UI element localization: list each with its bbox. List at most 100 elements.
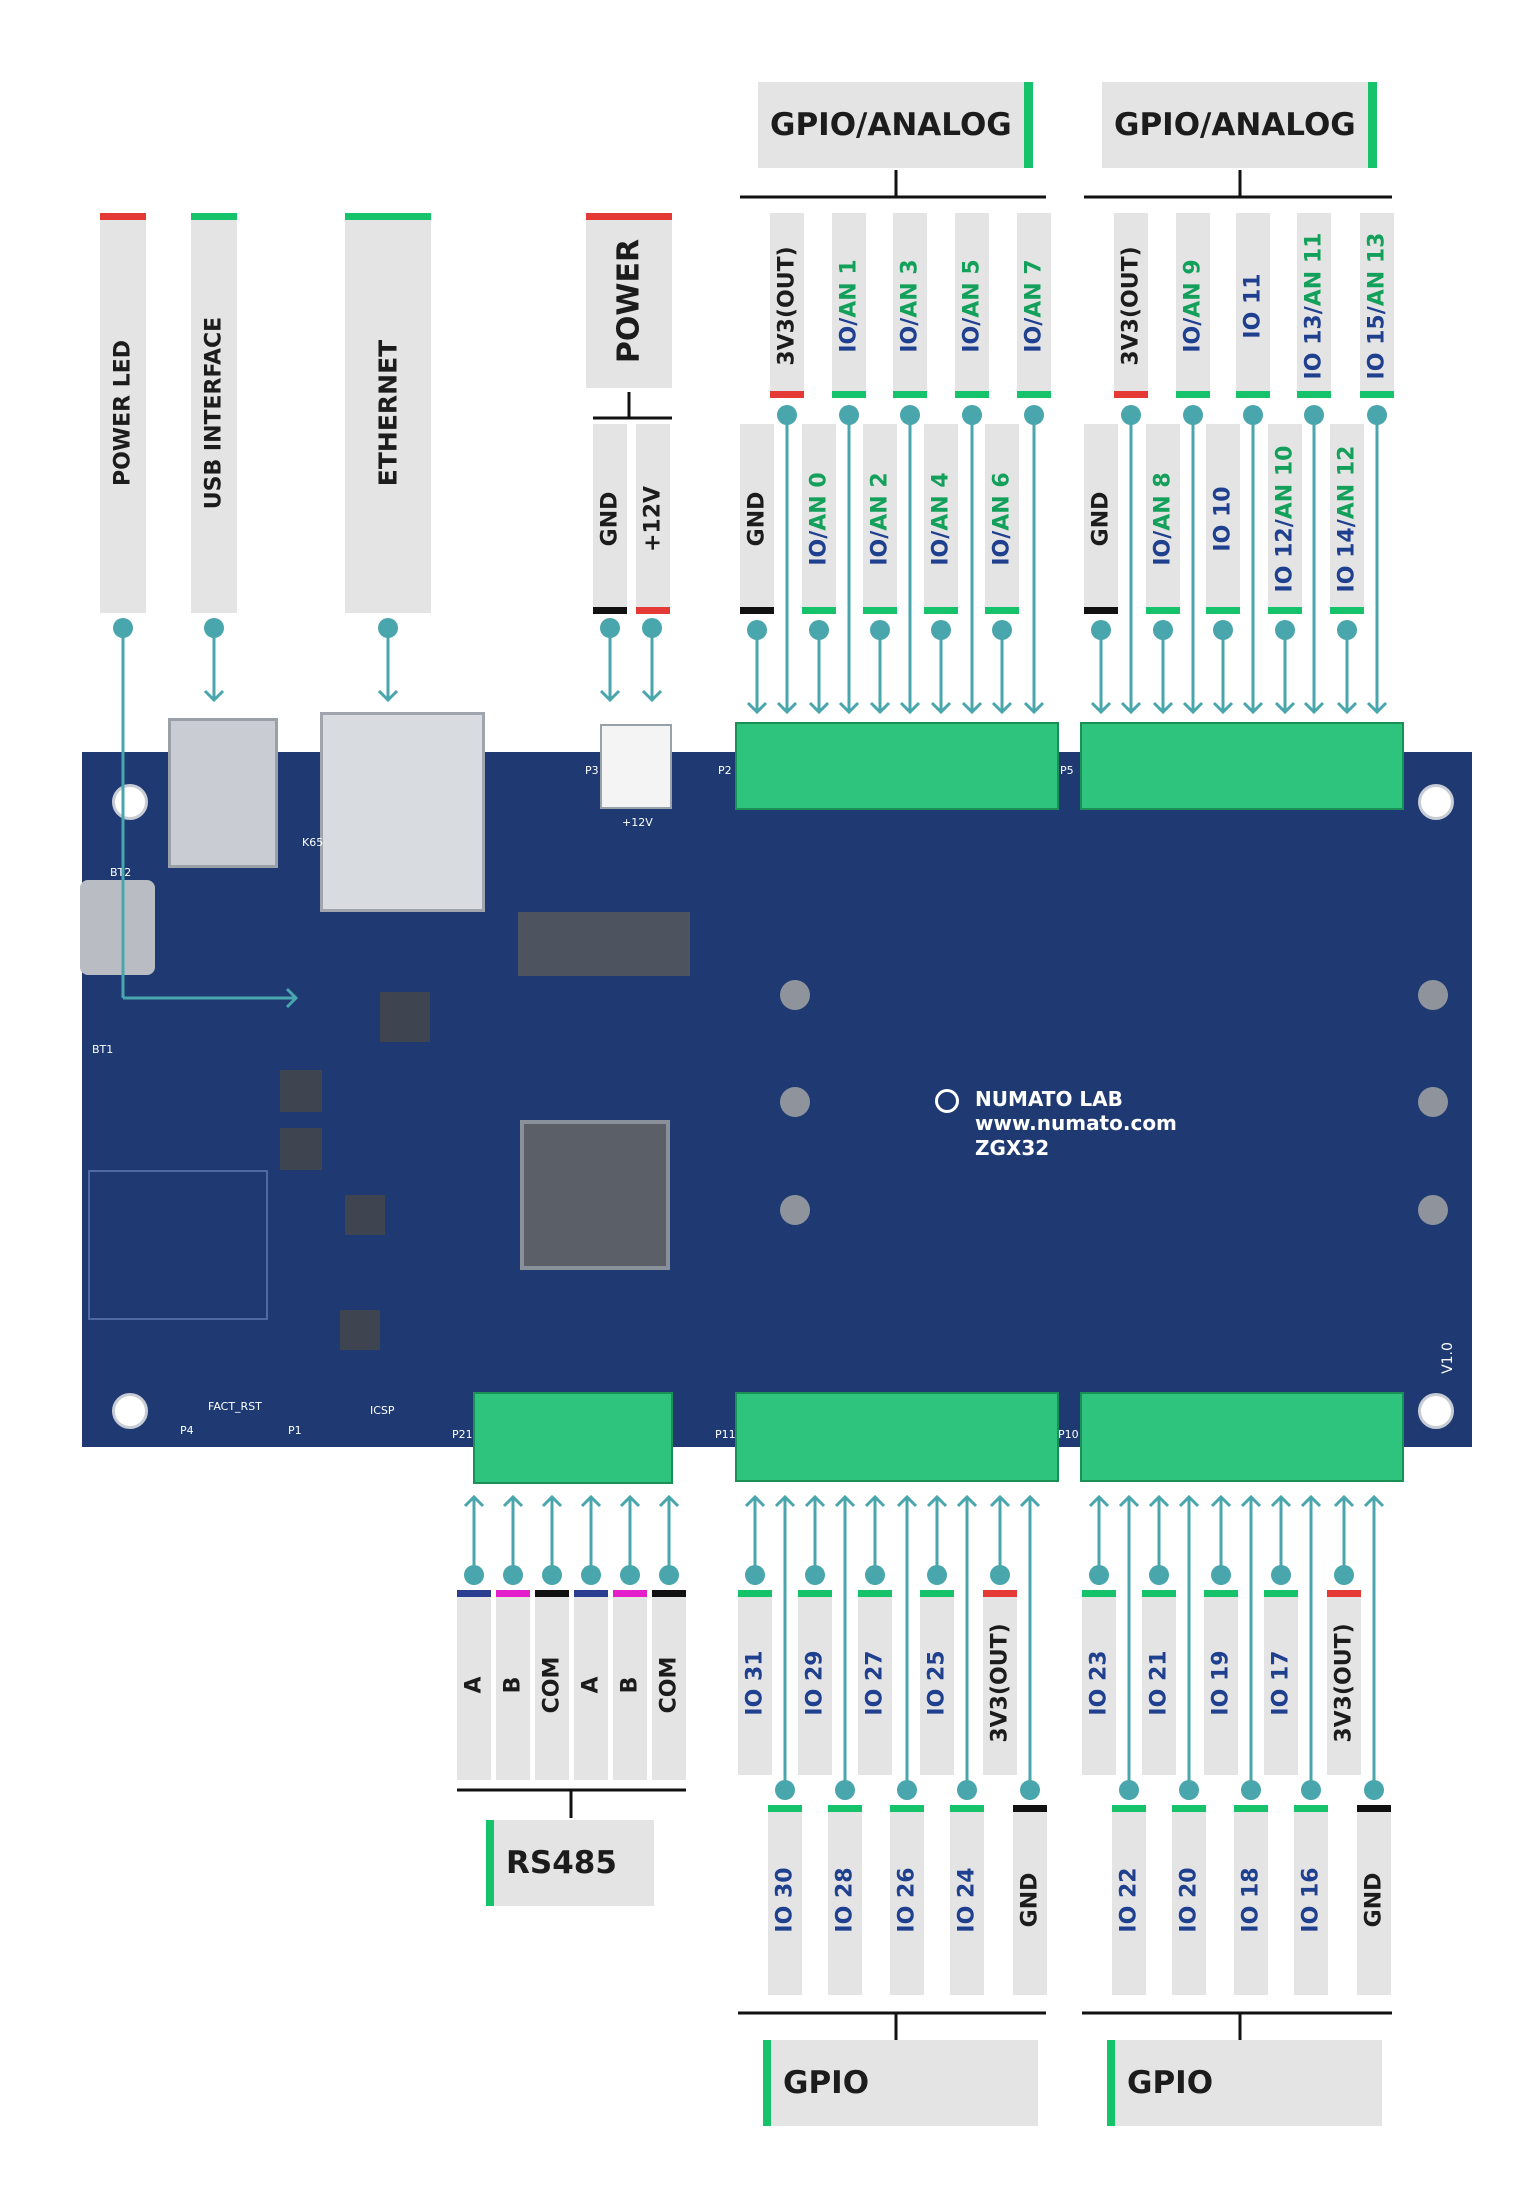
label-b-top-3: IO 13/AN 11 <box>1297 213 1331 398</box>
label-a-bottom-3: IO/AN 4 <box>924 424 958 614</box>
arrow-icon <box>619 1494 641 1508</box>
color-marker <box>890 1805 924 1812</box>
brand-name: NUMATO LAB <box>975 1087 1123 1111</box>
arrow-icon <box>774 1494 796 1508</box>
arrow-icon <box>1088 1494 1110 1508</box>
label-b-top-0: 3V3(OUT) <box>1114 213 1148 398</box>
arrow-icon <box>541 1494 563 1508</box>
pin-dot <box>777 405 797 425</box>
color-marker <box>1297 391 1331 398</box>
arrow-icon <box>808 701 830 715</box>
color-marker <box>1112 1805 1146 1812</box>
arrow-icon <box>1274 701 1296 715</box>
arrow-icon <box>1023 701 1045 715</box>
color-marker <box>1206 607 1240 614</box>
header-gpio-analog-right: GPIO/ANALOG <box>1102 82 1377 168</box>
label-b-top-1: IO/AN 9 <box>1176 213 1210 398</box>
arrow-icon <box>956 1494 978 1508</box>
power-jack <box>600 724 672 809</box>
label-c-up-0: IO 31 <box>738 1590 772 1775</box>
header-gpio-analog-left: GPIO/ANALOG <box>758 82 1033 168</box>
pin-dot <box>1153 620 1173 640</box>
pin-dot <box>1020 1780 1040 1800</box>
silk-p4: P4 <box>180 1424 194 1437</box>
color-marker <box>1204 1590 1238 1597</box>
color-marker <box>768 1805 802 1812</box>
pin-dot <box>1211 1565 1231 1585</box>
color-marker <box>740 607 774 614</box>
label-c-down-2: IO 26 <box>890 1805 924 1995</box>
arrow-icon <box>838 701 860 715</box>
label-power-led: POWER LED <box>100 213 146 613</box>
color-marker <box>1236 391 1270 398</box>
color-marker <box>950 1805 984 1812</box>
arrow-icon <box>1366 701 1388 715</box>
color-marker <box>1294 1805 1328 1812</box>
label-c-up-1: IO 29 <box>798 1590 832 1775</box>
label-d-down-0: IO 22 <box>1112 1805 1146 1995</box>
pin-dot <box>1213 620 1233 640</box>
arrow-icon <box>463 1494 485 1508</box>
color-marker <box>636 607 670 614</box>
label-c-down-3: IO 24 <box>950 1805 984 1995</box>
standoff <box>1418 1087 1448 1117</box>
brand-url: www.numato.com <box>975 1111 1177 1135</box>
pin-dot <box>542 1565 562 1585</box>
arrow-icon <box>991 701 1013 715</box>
color-marker <box>985 607 1019 614</box>
arrow-icon <box>926 1494 948 1508</box>
color-marker <box>955 391 989 398</box>
color-marker <box>535 1590 569 1597</box>
silk-icsp: ICSP <box>370 1404 395 1417</box>
label-a-bottom-2: IO/AN 2 <box>863 424 897 614</box>
label-rs485-0: A <box>457 1590 491 1780</box>
arrow-icon <box>1118 1494 1140 1508</box>
color-marker <box>1146 607 1180 614</box>
pin-dot <box>620 1565 640 1585</box>
board-model: ZGX32 <box>975 1136 1050 1160</box>
pin-dot <box>897 1780 917 1800</box>
pin-dot <box>1241 1780 1261 1800</box>
pin-dot <box>1121 405 1141 425</box>
color-marker <box>1264 1590 1298 1597</box>
color-marker <box>863 607 897 614</box>
color-marker <box>574 1590 608 1597</box>
pin-dot <box>1243 405 1263 425</box>
silk-fact-rst: FACT_RST <box>208 1400 262 1413</box>
arrow-icon <box>744 1494 766 1508</box>
silk-p11: P11 <box>715 1428 736 1441</box>
arrow-icon <box>1182 701 1204 715</box>
label-a-top-4: IO/AN 7 <box>1017 213 1051 398</box>
arrow-icon <box>203 689 225 703</box>
pin-dot <box>931 620 951 640</box>
terminal-block-rs485 <box>473 1392 673 1484</box>
arrow-icon <box>1178 1494 1200 1508</box>
label-power: POWER <box>586 213 672 388</box>
label-power-12v: +12V <box>636 424 670 614</box>
label-b-bottom-3: IO 12/AN 10 <box>1268 424 1302 614</box>
pin-dot <box>1024 405 1044 425</box>
color-marker <box>858 1590 892 1597</box>
usb-connector <box>168 718 278 868</box>
arrow-icon <box>1212 701 1234 715</box>
label-b-bottom-0: GND <box>1084 424 1118 614</box>
chip-small <box>280 1128 322 1170</box>
label-power-gnd: GND <box>593 424 627 614</box>
terminal-block-top-left <box>735 722 1059 810</box>
mounting-hole <box>112 1393 148 1429</box>
color-marker <box>1013 1805 1047 1812</box>
battery-holder <box>80 880 155 975</box>
color-marker <box>738 1590 772 1597</box>
pin-dot <box>581 1565 601 1585</box>
color-marker <box>652 1590 686 1597</box>
label-b-top-4: IO 15/AN 13 <box>1360 213 1394 398</box>
pin-dot <box>1179 1780 1199 1800</box>
standoff <box>1418 980 1448 1010</box>
pin-dot <box>1271 1565 1291 1585</box>
silk-p3: P3 <box>585 764 599 777</box>
pin-dot <box>1301 1780 1321 1800</box>
color-marker <box>1176 391 1210 398</box>
arrow-icon <box>1019 1494 1041 1508</box>
label-a-bottom-1: IO/AN 0 <box>802 424 836 614</box>
